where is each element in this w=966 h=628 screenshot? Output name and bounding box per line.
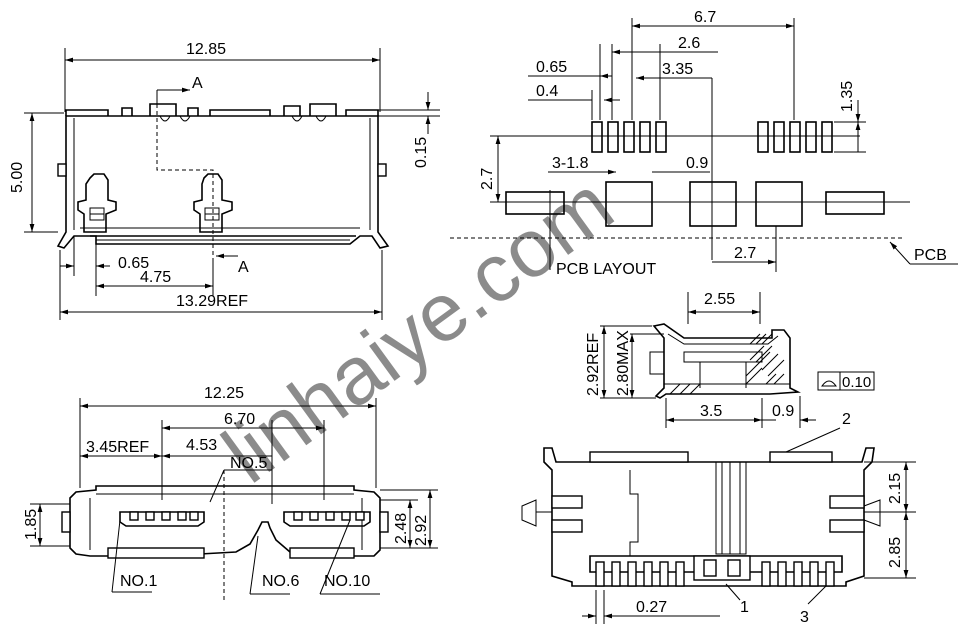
front-view: 12.85 A: [9, 41, 440, 320]
dim-bottom-ref-left: 3.45REF: [86, 439, 149, 456]
flatness-value: 0.10: [842, 374, 871, 391]
dim-front-width: 12.85: [186, 41, 226, 58]
callout-2: 2: [842, 411, 851, 428]
dim-bottom-height-inner: 1.85: [23, 509, 40, 540]
dim-front-height: 5.00: [9, 162, 26, 193]
dim-top-height-b: 2.85: [887, 537, 904, 568]
dim-front-offset: 4.75: [140, 269, 171, 286]
dim-pcb-pad-gap: 0.9: [686, 155, 708, 172]
dim-bottom-height-a: 2.48: [393, 513, 410, 544]
dim-pcb-pitch: 0.65: [536, 59, 567, 76]
dim-front-pitch: 0.65: [118, 255, 149, 272]
dim-pcb-overall: 6.7: [694, 9, 716, 26]
label-pin6: NO.6: [262, 573, 299, 590]
callout-1: 1: [740, 599, 749, 616]
dim-pcb-hole-spec: 3-1.8: [552, 155, 589, 172]
bottom-view: 12.25 6.70 3.45REF 4.53 NO.5: [23, 385, 438, 600]
dim-side-height-max: 2.80MAX: [615, 330, 632, 396]
section-mark-bottom: A: [238, 259, 249, 276]
dim-pcb-offset-a: 3.35: [662, 61, 693, 78]
section-mark-top: A: [192, 75, 203, 92]
label-pin10: NO.10: [324, 573, 370, 590]
dim-front-width-ref: 13.29REF: [176, 293, 248, 310]
dim-pcb-pad-width: 0.4: [536, 83, 558, 100]
label-pin1: NO.1: [120, 573, 157, 590]
dim-side-tail: 0.9: [772, 403, 794, 420]
pcb-layout-view: 6.7 2.6 0.65 3.35 0.4 1.35: [450, 9, 958, 278]
dim-side-base: 3.5: [700, 403, 722, 420]
callout-3: 3: [800, 609, 809, 626]
dim-top-pitch: 0.27: [636, 599, 667, 616]
dim-front-thickness: 0.15: [413, 137, 430, 168]
dim-bottom-height-b: 2.92: [413, 515, 430, 546]
side-view: 2.55 2.92REF 2.80MAX 0.10 3.5: [585, 291, 875, 428]
dim-bottom-span: 6.70: [224, 411, 255, 428]
dim-side-height-ref: 2.92REF: [585, 333, 602, 396]
dim-bottom-gap: 4.53: [186, 437, 217, 454]
pcb-layout-title: PCB LAYOUT: [556, 261, 656, 278]
dim-pcb-span-a: 2.6: [678, 35, 700, 52]
dim-side-width: 2.55: [704, 291, 735, 308]
watermark: linhaiye.com: [207, 159, 629, 501]
dim-top-height-a: 2.15: [887, 473, 904, 504]
section-hatch: [669, 333, 785, 395]
label-pin5: NO.5: [230, 455, 267, 472]
dim-pcb-pad-pitch: 2.7: [734, 245, 756, 262]
top-view: 1 2 3 0.27 2.15 2.85: [521, 411, 916, 626]
dim-bottom-overall: 12.25: [204, 385, 244, 402]
dim-pcb-row-gap: 2.7: [479, 168, 496, 190]
pcb-edge-label: PCB: [914, 247, 947, 264]
dim-pcb-pad-height: 1.35: [839, 81, 856, 112]
